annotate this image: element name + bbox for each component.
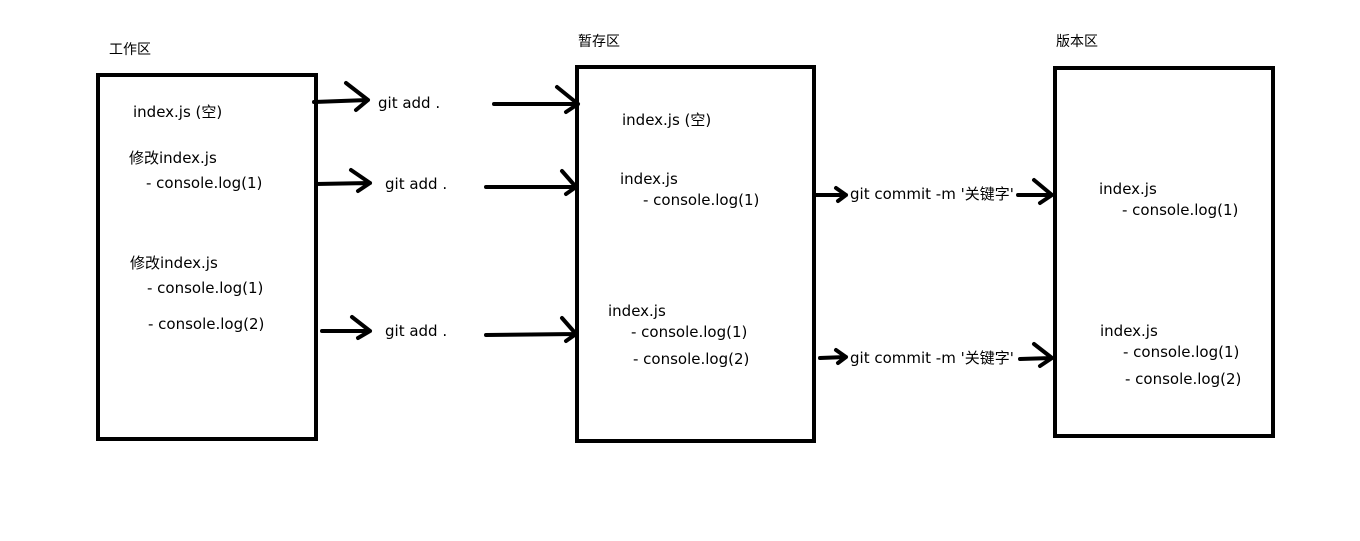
repo-file2-title: index.js xyxy=(1100,322,1158,340)
staging-file3-line2: - console.log(2) xyxy=(633,350,750,368)
git-add-label-1: git add . xyxy=(378,94,441,112)
working-mod1-title: 修改index.js xyxy=(129,149,217,167)
arrow-working-to-add-2 xyxy=(314,168,372,193)
working-mod2-line1: - console.log(1) xyxy=(147,279,264,297)
repo-file2-line2: - console.log(2) xyxy=(1125,370,1242,388)
working-mod2-title: 修改index.js xyxy=(130,254,218,272)
repo-file2-line1: - console.log(1) xyxy=(1123,343,1240,361)
staging-file3-title: index.js xyxy=(608,302,666,320)
arrow-staging-to-commit-2 xyxy=(818,348,848,365)
working-mod1-line1: - console.log(1) xyxy=(146,174,263,192)
arrow-add-3-to-staging xyxy=(484,316,578,343)
working-mod2-line2: - console.log(2) xyxy=(148,315,265,333)
repo-file1-title: index.js xyxy=(1099,180,1157,198)
staging-file-empty: index.js (空) xyxy=(622,111,712,129)
git-add-label-3: git add . xyxy=(385,322,448,340)
working-file-empty: index.js (空) xyxy=(133,103,223,121)
git-add-label-2: git add . xyxy=(385,175,448,193)
staging-file2-line1: - console.log(1) xyxy=(643,191,760,209)
staging-area-box xyxy=(575,65,816,443)
git-commit-label-2: git commit -m '关键字' xyxy=(850,349,1014,367)
staging-file3-line1: - console.log(1) xyxy=(631,323,748,341)
arrow-working-to-add-1 xyxy=(312,81,370,112)
arrow-working-to-add-3 xyxy=(320,315,372,340)
repo-area-box xyxy=(1053,66,1275,438)
arrow-add-1-to-staging xyxy=(492,85,580,114)
repo-file1-line1: - console.log(1) xyxy=(1122,201,1239,219)
arrow-add-2-to-staging xyxy=(484,169,578,196)
repo-area-title: 版本区 xyxy=(1056,34,1098,50)
arrow-commit-1-to-repo xyxy=(1016,178,1054,205)
arrow-commit-2-to-repo xyxy=(1018,342,1054,368)
git-commit-label-1: git commit -m '关键字' xyxy=(850,185,1014,203)
staging-file2-title: index.js xyxy=(620,170,678,188)
working-area-title: 工作区 xyxy=(109,42,151,58)
working-area-box xyxy=(96,73,318,441)
staging-area-title: 暂存区 xyxy=(578,34,620,50)
arrow-staging-to-commit-1 xyxy=(813,186,848,203)
